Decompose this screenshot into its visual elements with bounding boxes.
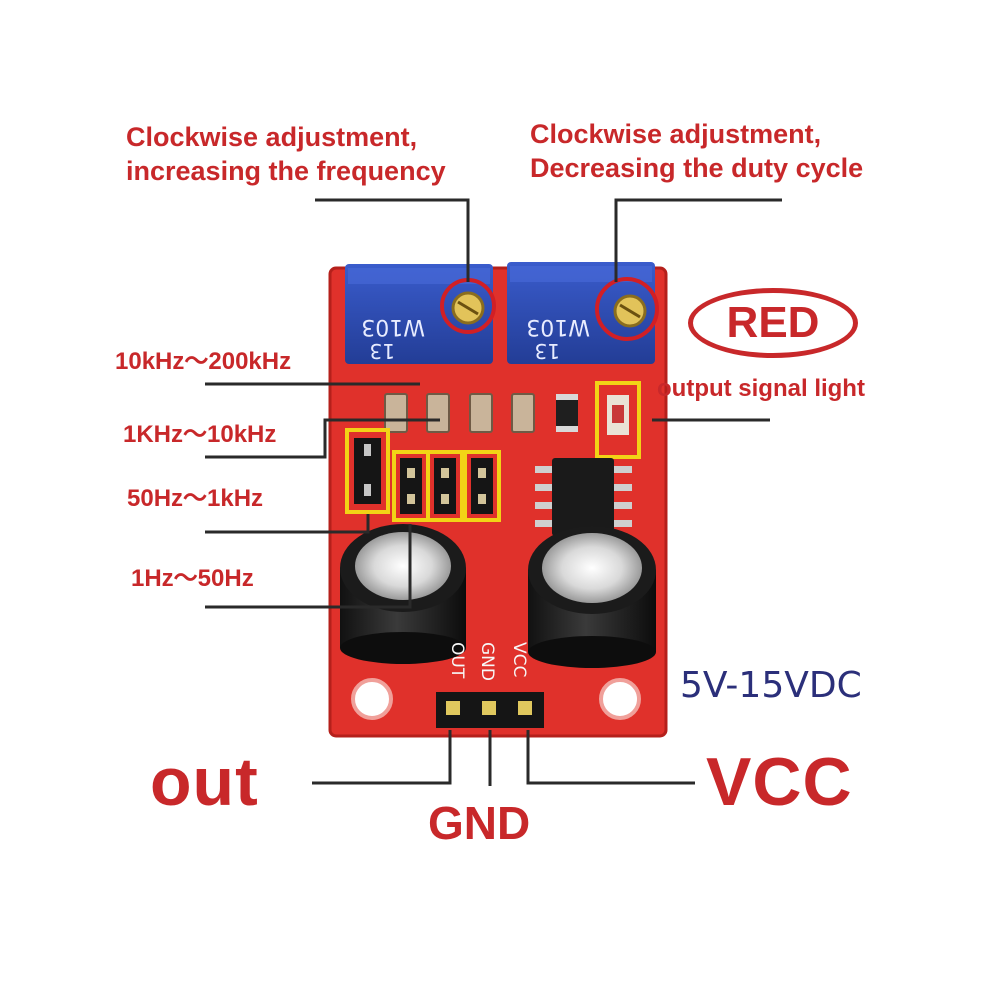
range-label-2: 1KHz～10kHz (123, 421, 277, 448)
frequency-potentiometer (345, 264, 493, 364)
pin-label-vcc: VCC (509, 642, 529, 677)
jumper-block (345, 428, 501, 522)
range-label-4: 1Hz～50Hz (131, 565, 254, 592)
ne555-chip (535, 458, 632, 536)
output-led (595, 381, 641, 459)
svg-text:GND: GND (477, 642, 497, 681)
out-label: out (150, 744, 259, 820)
pin-header (436, 692, 544, 728)
output-signal-light-label: output signal light (657, 375, 865, 402)
duty-caption-line-2: Decreasing the duty cycle (530, 153, 864, 183)
svg-text:13: 13 (370, 339, 395, 363)
svg-text:OUT: OUT (447, 642, 467, 679)
svg-text:VCC: VCC (509, 642, 529, 677)
gnd-label: GND (428, 797, 531, 849)
svg-text:13: 13 (535, 339, 560, 363)
capacitor-right (528, 526, 656, 668)
frequency-caption-line-2: increasing the frequency (126, 156, 446, 186)
red-badge: RED (688, 288, 858, 358)
smd-capacitors (384, 393, 535, 433)
pot-marking-2: W103 13 (526, 314, 590, 363)
svg-text:W103: W103 (361, 314, 425, 339)
vcc-label: VCC (706, 744, 853, 820)
pot-marking-1: W103 13 (361, 314, 425, 363)
red-badge-text: RED (726, 298, 820, 347)
duty-caption-line-1: Clockwise adjustment, (530, 119, 822, 149)
mount-hole-left (351, 678, 393, 720)
pin-label-out: OUT (447, 642, 467, 679)
range-label-1: 10kHz～200kHz (115, 348, 292, 375)
pcb-board-shade (328, 266, 668, 738)
svg-text:W103: W103 (526, 314, 590, 339)
pin-label-gnd: GND (477, 642, 497, 681)
duty-screw-highlight (595, 277, 659, 341)
frequency-knob-caption: Clockwise adjustment, increasing the fre… (126, 120, 446, 188)
duty-knob-caption: Clockwise adjustment, Decreasing the dut… (530, 117, 863, 185)
smd-resistor (556, 394, 578, 432)
frequency-caption-line-1: Clockwise adjustment, (126, 122, 418, 152)
range-label-3: 50Hz～1kHz (127, 485, 264, 512)
mount-hole-right (599, 678, 641, 720)
duty-potentiometer (507, 262, 655, 364)
leader-lines (205, 198, 782, 786)
voltage-label: 5V-15VDC (680, 665, 862, 706)
